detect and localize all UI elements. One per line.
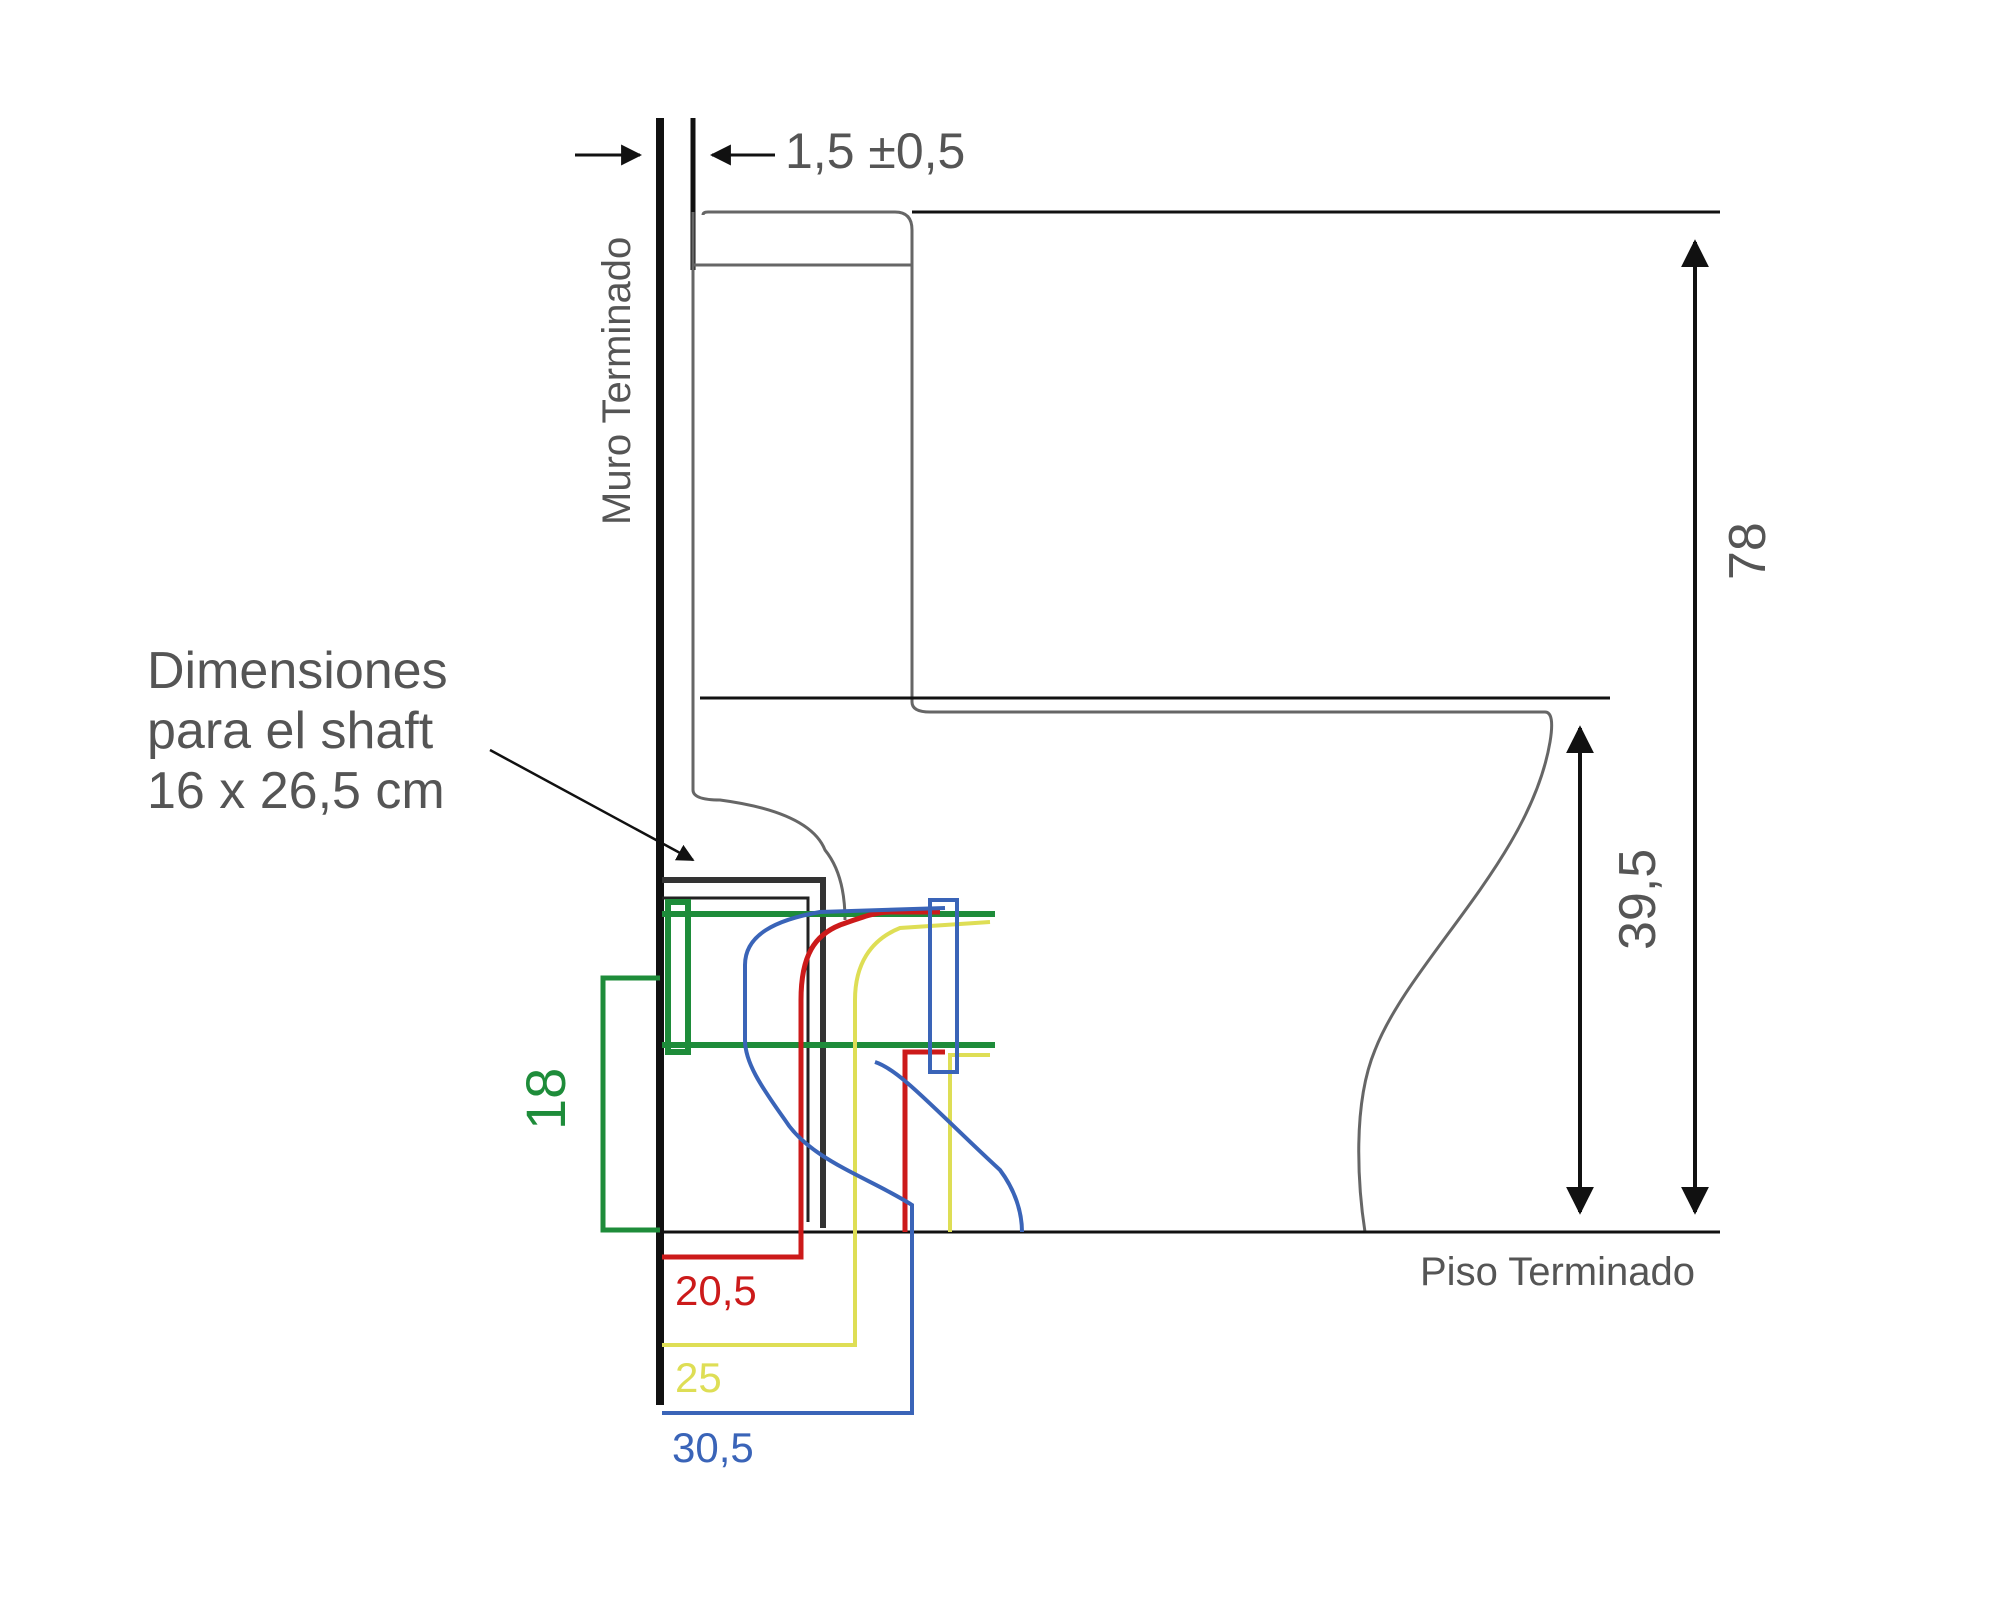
shaft-dimensions-label-line-3: 16 x 26,5 cm bbox=[147, 762, 445, 820]
finished-wall-label: Muro Terminado bbox=[595, 237, 639, 525]
wall-clearance-label: 1,5 ±0,5 bbox=[785, 123, 965, 179]
rough-in-yellow-outline bbox=[662, 920, 991, 1347]
shaft-dimensions-label-line-1: Dimensiones bbox=[147, 642, 448, 700]
seat-height-label: 39,5 bbox=[1609, 849, 1667, 950]
shaft-box bbox=[662, 877, 826, 1228]
drain-height-label: 18 bbox=[514, 1068, 577, 1130]
rough-in-red-outline bbox=[662, 909, 945, 1260]
total-height-label: 78 bbox=[1719, 522, 1777, 580]
toilet-outline bbox=[691, 210, 1554, 1233]
rough-in-blue-label: 30,5 bbox=[672, 1424, 754, 1471]
rough-in-yellow-label: 25 bbox=[675, 1354, 722, 1401]
rough-in-red-label: 20,5 bbox=[675, 1267, 757, 1314]
shaft-pointer-arrow bbox=[489, 748, 695, 862]
rough-in-blue-outline bbox=[662, 898, 1024, 1415]
drain-height-bracket bbox=[600, 975, 660, 1233]
shaft-dimensions-label-line-2: para el shaft bbox=[147, 702, 434, 760]
finished-floor-label: Piso Terminado bbox=[1420, 1250, 1695, 1294]
